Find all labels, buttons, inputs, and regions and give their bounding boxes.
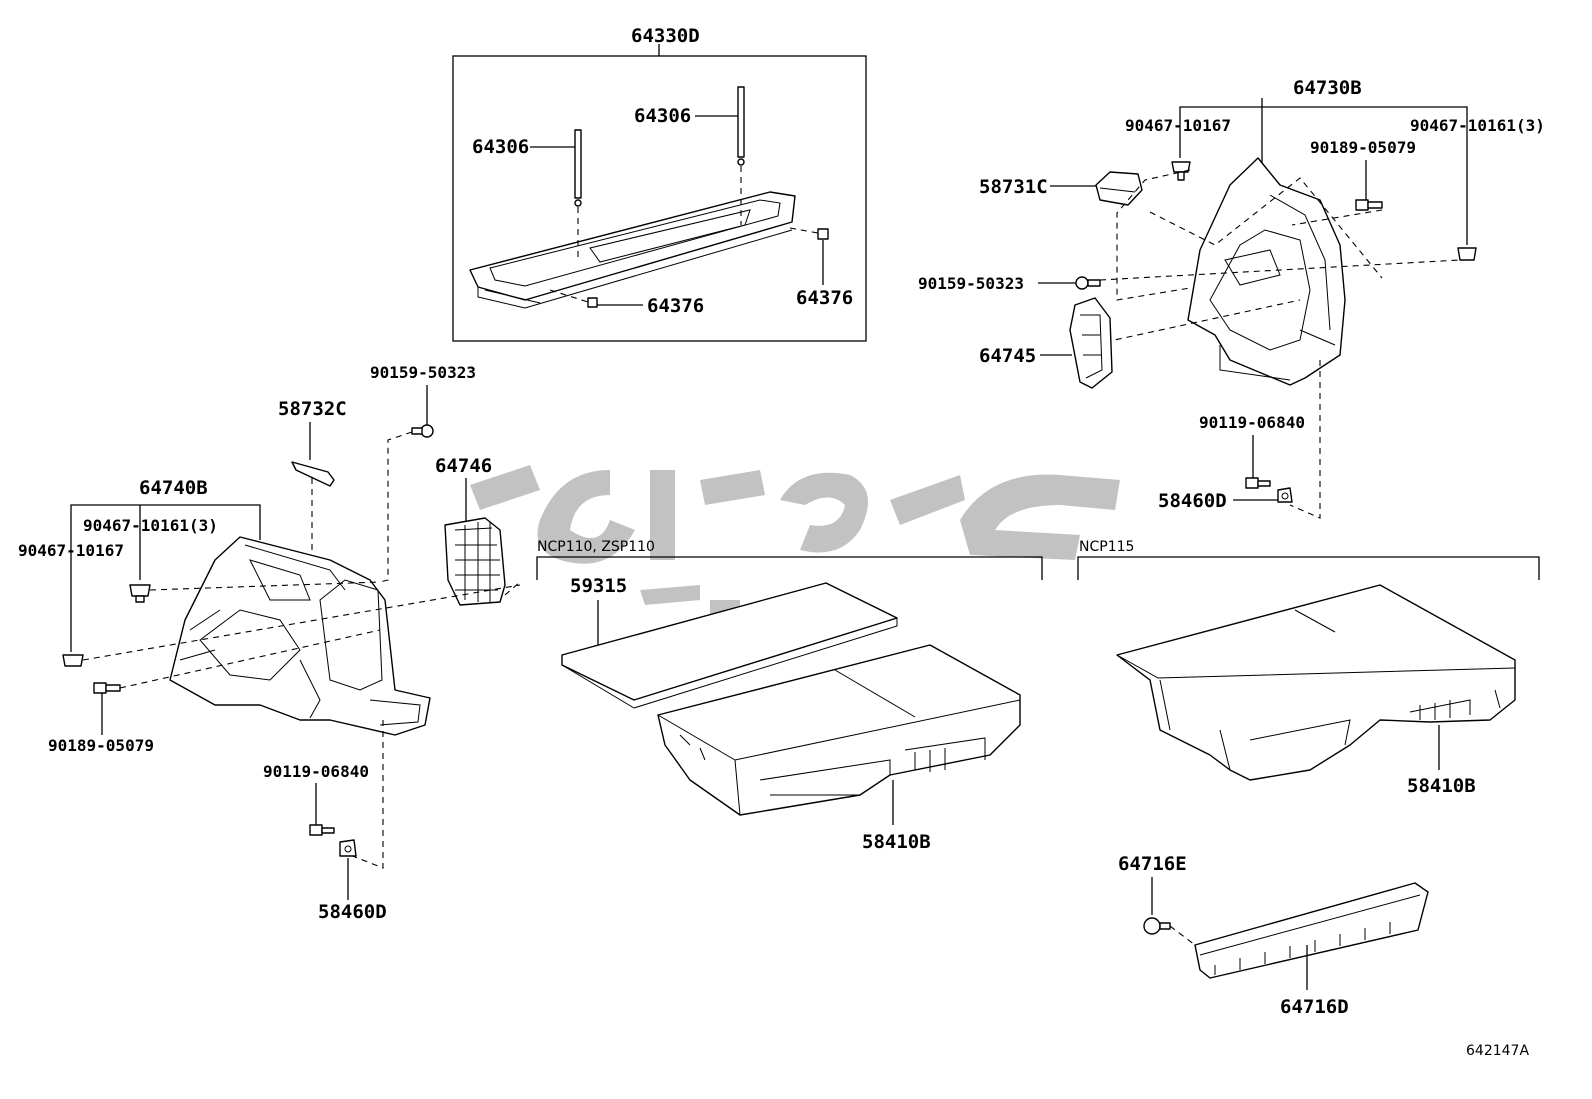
callout-58410b-right[interactable]: 58410B <box>1407 775 1476 797</box>
nut-58460d-right[interactable] <box>1277 487 1293 503</box>
cap-58731c[interactable] <box>1095 171 1143 206</box>
nut-58460d-left[interactable] <box>339 839 357 857</box>
callout-58410b-left[interactable]: 58410B <box>862 831 931 853</box>
cover-64746[interactable] <box>444 517 506 606</box>
callout-90467-10167-right[interactable]: 90467-10167 <box>1125 116 1231 135</box>
sill-plate-64716d[interactable] <box>1194 882 1429 979</box>
callout-64740b[interactable]: 64740B <box>139 477 208 499</box>
deck-board-58410b-right[interactable] <box>1116 584 1516 781</box>
callout-64306-left[interactable]: 64306 <box>472 136 529 158</box>
bracket-64745[interactable] <box>1069 297 1113 389</box>
bolt-90119-06840-right[interactable] <box>1245 477 1271 489</box>
package-tray-part[interactable] <box>469 191 796 309</box>
group-64740b: 90159-50323 58732C 64746 64740B 90467-10… <box>18 363 521 923</box>
bolt-90159-50323-right[interactable] <box>1075 276 1101 290</box>
callout-90119-06840-left[interactable]: 90119-06840 <box>263 762 369 781</box>
callout-58460d-right[interactable]: 58460D <box>1158 490 1227 512</box>
callout-90189-05079-left[interactable]: 90189-05079 <box>48 736 154 755</box>
group-64330d: 64330D 64306 64306 <box>452 25 867 342</box>
callout-58731c[interactable]: 58731C <box>979 176 1048 198</box>
clip-90467-10161-right[interactable] <box>1457 247 1477 261</box>
bolt-90159-50323-left[interactable] <box>411 424 434 438</box>
callout-64330d[interactable]: 64330D <box>631 25 700 47</box>
callout-90119-06840-right[interactable]: 90119-06840 <box>1199 413 1305 432</box>
variant-label-ncp115: NCP115 <box>1079 539 1134 555</box>
clip-90467-10161-left[interactable] <box>129 584 151 603</box>
clip-64376-right[interactable] <box>817 228 829 240</box>
callout-58732c[interactable]: 58732C <box>278 398 347 420</box>
variant-ncp110-zsp110: NCP110, ZSP110 59315 58410B <box>536 539 1043 853</box>
support-rod-left[interactable] <box>574 129 582 207</box>
clip-90467-10167-right[interactable] <box>1171 161 1191 181</box>
group-64730b: 64730B 90467-10167 90467-10161(3) 90189-… <box>918 77 1545 519</box>
clip-58732c[interactable] <box>291 461 335 487</box>
callout-90159-50323-right[interactable]: 90159-50323 <box>918 274 1024 293</box>
variant-label-ncp110-zsp110: NCP110, ZSP110 <box>537 539 655 555</box>
callout-90467-10161-right[interactable]: 90467-10161(3) <box>1410 116 1545 135</box>
callout-64745[interactable]: 64745 <box>979 345 1036 367</box>
callout-64376-right[interactable]: 64376 <box>796 287 853 309</box>
callout-64730b[interactable]: 64730B <box>1293 77 1362 99</box>
callout-59315[interactable]: 59315 <box>570 575 627 597</box>
callout-64306-right[interactable]: 64306 <box>634 105 691 127</box>
callout-90467-10161-left[interactable]: 90467-10161(3) <box>83 516 218 535</box>
screw-90189-05079-right[interactable] <box>1355 199 1383 211</box>
bolt-90119-06840-left[interactable] <box>309 824 335 836</box>
trunk-side-trim-right[interactable] <box>1187 157 1346 386</box>
variant-ncp115: NCP115 58410B 64716E 64716D <box>1077 539 1540 1018</box>
screw-64716e[interactable] <box>1143 917 1171 935</box>
callout-64376-left[interactable]: 64376 <box>647 295 704 317</box>
clip-64376-left[interactable] <box>587 297 598 308</box>
diagram-code: 642147A <box>1466 1043 1529 1059</box>
deck-board-58410b-left[interactable] <box>657 644 1021 816</box>
callout-90159-50323-left[interactable]: 90159-50323 <box>370 363 476 382</box>
callout-90189-05079-right[interactable]: 90189-05079 <box>1310 138 1416 157</box>
screw-90189-05079-left[interactable] <box>93 682 121 694</box>
callout-64716e[interactable]: 64716E <box>1118 853 1187 875</box>
clip-90467-10167-left[interactable] <box>62 654 84 667</box>
callout-58460d-left[interactable]: 58460D <box>318 901 387 923</box>
floor-mat-59315[interactable] <box>561 582 898 709</box>
callout-64746[interactable]: 64746 <box>435 455 492 477</box>
watermark-logo <box>470 465 1120 615</box>
callout-90467-10167-left[interactable]: 90467-10167 <box>18 541 124 560</box>
support-rod-right[interactable] <box>737 86 745 166</box>
callout-64716d[interactable]: 64716D <box>1280 996 1349 1018</box>
trunk-side-trim-left[interactable] <box>169 536 431 736</box>
